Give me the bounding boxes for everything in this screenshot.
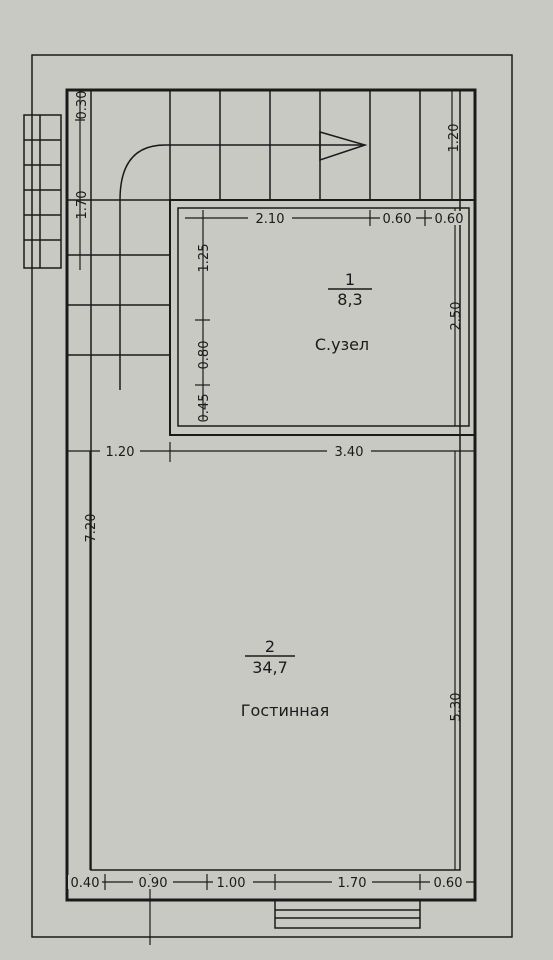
dim-mid-left-box: 1.20 bbox=[100, 444, 140, 460]
svg-text:0.60: 0.60 bbox=[383, 212, 412, 227]
room1-area: 8,3 bbox=[337, 290, 362, 309]
dim-bath-width-box: 2.10 bbox=[248, 211, 292, 227]
dim-stair-side: 1.70 bbox=[75, 191, 90, 220]
stair-top bbox=[67, 90, 475, 390]
svg-text:0.40: 0.40 bbox=[71, 876, 100, 891]
dim-bath-height: 2.50 bbox=[449, 302, 464, 331]
dim-right-top: 1.20 bbox=[447, 124, 462, 153]
room2-area: 34,7 bbox=[252, 658, 288, 677]
outer-boundary bbox=[31, 54, 513, 938]
room2-name: Гостинная bbox=[241, 701, 329, 720]
svg-text:0.60: 0.60 bbox=[434, 876, 463, 891]
inner-wall bbox=[90, 89, 461, 871]
room2-number: 2 bbox=[265, 637, 275, 656]
dim-bottom-1-box: 0.40 bbox=[68, 875, 102, 891]
dim-bath-v1: 1.25 bbox=[197, 244, 212, 273]
dim-bottom-2-box: 0.90 bbox=[133, 875, 173, 891]
dim-bath-v3: 0.45 bbox=[197, 394, 212, 423]
bottom-opening bbox=[274, 899, 421, 929]
dim-bottom-3-box: 1.00 bbox=[213, 875, 253, 891]
dim-bottom-4-box: 1.70 bbox=[332, 875, 372, 891]
dim-left-long: 7.20 bbox=[84, 514, 99, 543]
svg-text:3.40: 3.40 bbox=[335, 445, 364, 460]
dim-stair-top: 0.30 bbox=[75, 91, 90, 120]
dim-bottom-5-box: 0.60 bbox=[430, 875, 466, 891]
svg-text:0.60: 0.60 bbox=[435, 212, 464, 227]
svg-text:2.10: 2.10 bbox=[256, 212, 285, 227]
stair-left bbox=[23, 114, 62, 269]
room1-number: 1 bbox=[345, 270, 355, 289]
svg-text:1.00: 1.00 bbox=[217, 876, 246, 891]
dim-mid-right-box: 3.40 bbox=[327, 444, 371, 460]
dim-bath-v2: 0.80 bbox=[197, 341, 212, 370]
dim-bath-gap-b-box: 0.60 bbox=[432, 211, 466, 227]
svg-text:1.70: 1.70 bbox=[338, 876, 367, 891]
dim-right-long: 5.30 bbox=[449, 693, 464, 722]
svg-text:1.20: 1.20 bbox=[106, 445, 135, 460]
svg-text:0.90: 0.90 bbox=[139, 876, 168, 891]
bath-wall-outer bbox=[169, 199, 476, 436]
room1-name: С.узел bbox=[315, 335, 369, 354]
dim-bath-gap-a-box: 0.60 bbox=[380, 211, 416, 227]
bath-wall-inner bbox=[177, 207, 470, 427]
